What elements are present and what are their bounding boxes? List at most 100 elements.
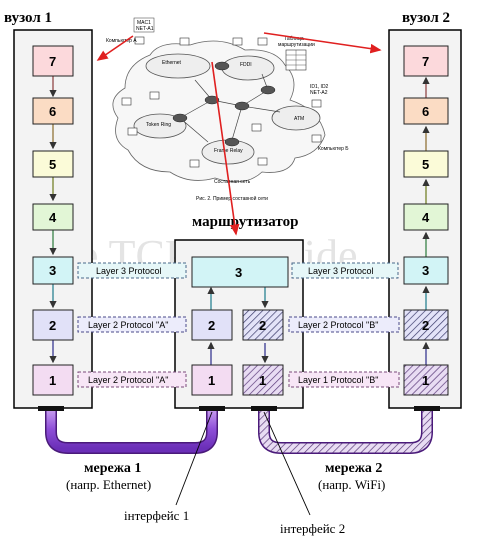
computer-icon — [121, 97, 132, 106]
iface2-pointer — [263, 411, 311, 516]
node2-l6-label: 6 — [422, 104, 429, 119]
inset-atm: ATM — [294, 116, 304, 122]
node2-l3-label: 3 — [422, 263, 429, 278]
network1-cable — [46, 410, 217, 453]
node1-layer-2 — [32, 309, 74, 341]
computer-icon — [311, 99, 322, 108]
node2-layer-6 — [403, 97, 449, 125]
node2-stack: 7 6 5 4 3 2 1 — [403, 45, 449, 396]
node2-title: вузол 2 — [402, 10, 450, 26]
router-stack: 3 2 2 1 1 — [191, 256, 289, 396]
inset-computer-a: Компьютер А — [106, 38, 137, 44]
node1-l3-label: 3 — [49, 263, 56, 278]
inset-mac: MAC1 — [137, 20, 151, 26]
red-arrow-router — [211, 61, 240, 236]
token-ring-cloud — [133, 113, 187, 139]
computer-icon — [251, 123, 262, 132]
inset-computer-b: Компьютер Б — [318, 146, 349, 152]
node2-l1-label: 1 — [422, 373, 429, 388]
l1-protocol-a-label: Layer 2 Protocol "A" — [88, 375, 168, 385]
red-arrow-node2 — [263, 32, 382, 54]
router-icon — [260, 85, 276, 95]
protocol-links: Layer 3 Protocol Layer 3 Protocol Layer … — [77, 262, 400, 388]
node1-layer-7 — [32, 45, 74, 77]
router-icon — [172, 113, 188, 123]
computer-icon — [311, 134, 322, 143]
fddi-cloud — [221, 55, 275, 81]
network1-cable-outline — [45, 410, 218, 454]
node2-l5-label: 5 — [422, 157, 429, 172]
inset-net-a2: NET-A2 — [310, 90, 328, 96]
node1-layer-5 — [32, 150, 74, 178]
inset-table2: маршрутизации — [278, 42, 315, 48]
inset-ethernet: Ethernet — [162, 60, 182, 66]
inset-table: Таблица — [284, 36, 304, 42]
node2-l2-label: 2 — [422, 318, 429, 333]
l1-protocol-a — [77, 371, 187, 388]
l2-protocol-a-label: Layer 2 Protocol "A" — [88, 320, 168, 330]
node1-layer-1 — [32, 364, 74, 396]
router-l2b-label: 2 — [259, 318, 266, 333]
node2-layer-5 — [403, 150, 449, 178]
inset-frame-relay: Frame Relay — [214, 148, 243, 154]
port-node1 — [38, 406, 64, 411]
iface1-label: інтерфейс 1 — [124, 508, 189, 523]
network2-subtitle: (напр. WiFi) — [318, 477, 385, 492]
port-router-1 — [199, 406, 225, 411]
router-icon — [214, 61, 230, 71]
inset-caption: Рис. 2. Пример составной сети — [196, 195, 268, 202]
node1-title: вузол 1 — [4, 10, 52, 26]
red-arrow-node1 — [96, 35, 134, 61]
computer-icon — [232, 37, 243, 46]
computer-icon — [149, 91, 160, 100]
inset-id: ID1, ID2 — [310, 84, 329, 90]
network1-subtitle: (напр. Ethernet) — [66, 477, 151, 492]
network1-title: мережа 1 — [84, 461, 141, 476]
atm-cloud — [271, 105, 321, 131]
node2-layer-3 — [403, 256, 449, 285]
l1-protocol-b-label: Layer 1 Protocol "B" — [298, 375, 378, 385]
computer-icon — [179, 37, 190, 46]
network2-cable-outline — [258, 410, 433, 454]
l2-protocol-b — [288, 316, 400, 333]
node1-l4-label: 4 — [49, 210, 57, 225]
inset-net: NET-A1 — [136, 26, 154, 32]
iface1-pointer — [175, 411, 213, 506]
l3-protocol-left — [77, 262, 187, 279]
router-l3-label: 3 — [235, 265, 242, 280]
router-icon — [234, 101, 250, 111]
l3-protocol-right — [291, 262, 399, 279]
l2-protocol-b-label: Layer 2 Protocol "B" — [298, 320, 378, 330]
ethernet-cloud — [145, 53, 211, 79]
router-icon — [224, 137, 240, 147]
node1-layer-3 — [32, 256, 74, 285]
node2-l7-label: 7 — [422, 54, 429, 69]
iface2-label: інтерфейс 2 — [280, 521, 345, 536]
node1-layer-4 — [32, 203, 74, 231]
node1-stack: 7 6 5 4 3 2 1 — [32, 45, 74, 396]
computer-icon — [127, 127, 138, 136]
node1-l7-label: 7 — [49, 54, 56, 69]
network2-title: мережа 2 — [325, 461, 382, 476]
mac-label-box — [133, 17, 155, 33]
node1-l1-label: 1 — [49, 373, 56, 388]
router-l2a-label: 2 — [208, 318, 215, 333]
node2-layer-7 — [403, 45, 449, 77]
router-l1b-label: 1 — [259, 373, 266, 388]
router-layer-2b — [242, 309, 284, 341]
router-icon — [204, 95, 220, 105]
l3-protocol-left-label: Layer 3 Protocol — [96, 266, 162, 276]
computer-icon — [189, 159, 200, 168]
router-layer-3 — [191, 256, 289, 288]
port-router-2 — [251, 406, 277, 411]
node2-l4-label: 4 — [422, 210, 430, 225]
node1-l5-label: 5 — [49, 157, 56, 172]
node2-layer-1 — [403, 364, 449, 396]
l2-protocol-a — [77, 316, 187, 333]
computer-icon — [257, 157, 268, 166]
node2-layer-2 — [403, 309, 449, 341]
l3-protocol-right-label: Layer 3 Protocol — [308, 266, 374, 276]
inset-composite: Составная сеть — [214, 179, 251, 185]
l1-protocol-b — [288, 371, 400, 388]
